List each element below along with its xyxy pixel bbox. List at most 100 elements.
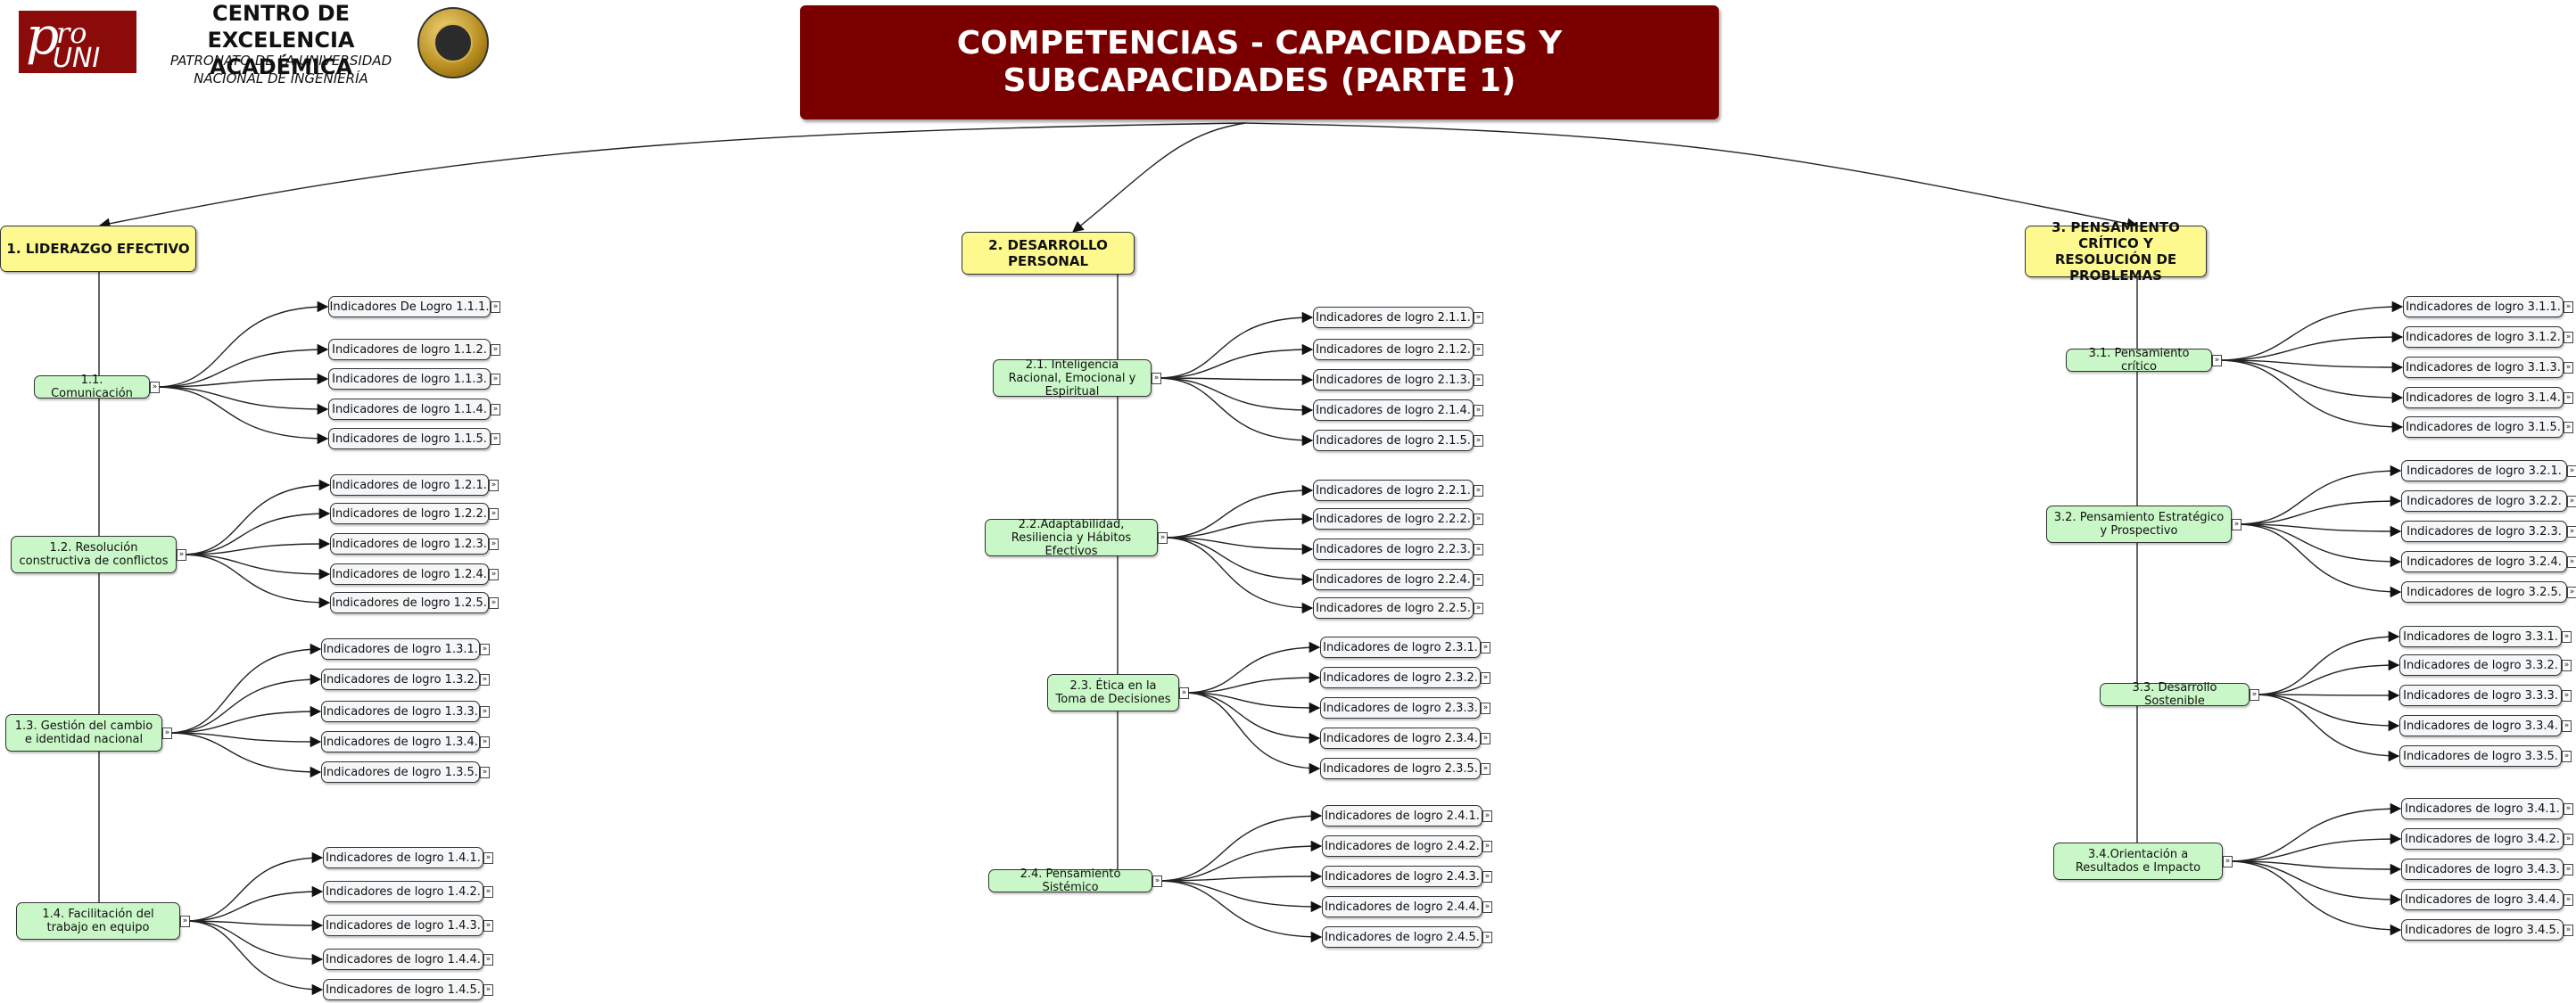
indicator-node[interactable]: Indicadores de logro 3.2.2. [2401, 490, 2567, 512]
indicator-node[interactable]: Indicadores de logro 1.3.3. [321, 701, 480, 722]
indicator-node[interactable]: Indicadores de logro 3.3.3. [2399, 685, 2562, 706]
expand-toggle-icon[interactable]: » [1474, 435, 1483, 447]
indicator-node[interactable]: Indicadores de logro 3.2.4. [2401, 551, 2567, 572]
indicator-node[interactable]: Indicadores de logro 2.3.1. [1320, 637, 1481, 658]
indicator-node[interactable]: Indicadores de logro 3.4.3. [2401, 859, 2564, 880]
indicator-node[interactable]: Indicadores de logro 1.3.2. [321, 669, 480, 690]
expand-toggle-icon[interactable]: » [491, 433, 500, 445]
expand-toggle-icon[interactable]: » [480, 736, 490, 748]
expand-toggle-icon[interactable]: » [1474, 374, 1483, 386]
expand-toggle-icon[interactable]: » [1482, 841, 1492, 852]
expand-toggle-icon[interactable]: » [1474, 485, 1483, 497]
indicator-node[interactable]: Indicadores de logro 1.4.1. [323, 847, 483, 868]
indicator-node[interactable]: Indicadores de logro 1.2.4. [330, 563, 489, 585]
expand-toggle-icon[interactable]: » [480, 767, 490, 778]
competency-node[interactable]: 2. DESARROLLO PERSONAL [962, 232, 1135, 275]
expand-toggle-icon[interactable]: » [2564, 422, 2573, 433]
indicator-node[interactable]: Indicadores de logro 1.1.5. [328, 428, 491, 449]
expand-toggle-icon[interactable]: » [2567, 556, 2576, 568]
expand-toggle-icon[interactable]: » [150, 382, 160, 393]
expand-toggle-icon[interactable]: » [489, 597, 499, 609]
capability-node[interactable]: 2.3. Ética en la Toma de Decisiones [1047, 674, 1179, 711]
indicator-node[interactable]: Indicadores de logro 1.1.3. [328, 368, 491, 390]
expand-toggle-icon[interactable]: » [2562, 690, 2572, 702]
expand-toggle-icon[interactable]: » [480, 644, 490, 655]
indicator-node[interactable]: Indicadores de logro 2.4.5. [1322, 926, 1482, 948]
expand-toggle-icon[interactable]: » [2564, 864, 2573, 876]
expand-toggle-icon[interactable]: » [1474, 405, 1483, 416]
expand-toggle-icon[interactable]: » [489, 569, 499, 580]
expand-toggle-icon[interactable]: » [1474, 344, 1483, 356]
indicator-node[interactable]: Indicadores de logro 1.3.1. [321, 638, 480, 660]
expand-toggle-icon[interactable]: » [489, 480, 499, 491]
expand-toggle-icon[interactable]: » [162, 728, 172, 739]
indicator-node[interactable]: Indicadores de logro 2.4.2. [1322, 835, 1482, 857]
indicator-node[interactable]: Indicadores de logro 1.2.3. [330, 533, 489, 555]
expand-toggle-icon[interactable]: » [1481, 703, 1490, 714]
indicator-node[interactable]: Indicadores de logro 2.3.4. [1320, 728, 1481, 749]
indicator-node[interactable]: Indicadores de logro 2.1.3. [1313, 369, 1474, 391]
expand-toggle-icon[interactable]: » [2212, 355, 2222, 366]
indicator-node[interactable]: Indicadores de logro 2.4.4. [1322, 896, 1482, 917]
expand-toggle-icon[interactable]: » [1481, 733, 1490, 744]
indicator-node[interactable]: Indicadores de logro 3.2.5. [2401, 581, 2567, 603]
competency-node[interactable]: 1. LIDERAZGO EFECTIVO [0, 226, 196, 272]
expand-toggle-icon[interactable]: » [1179, 687, 1189, 699]
indicator-node[interactable]: Indicadores de logro 3.3.1. [2399, 626, 2562, 647]
expand-toggle-icon[interactable]: » [1474, 312, 1483, 324]
capability-node[interactable]: 1.3. Gestión del cambio e identidad naci… [5, 714, 162, 752]
expand-toggle-icon[interactable]: » [1482, 901, 1492, 913]
expand-toggle-icon[interactable]: » [2564, 392, 2573, 404]
indicator-node[interactable]: Indicadores de logro 3.1.2. [2403, 326, 2564, 348]
capability-node[interactable]: 3.1. Pensamiento crítico [2066, 347, 2212, 374]
indicator-node[interactable]: Indicadores de logro 3.4.5. [2401, 919, 2564, 941]
expand-toggle-icon[interactable]: » [1482, 932, 1492, 943]
indicator-node[interactable]: Indicadores de logro 3.4.2. [2401, 828, 2564, 850]
indicator-node[interactable]: Indicadores de logro 2.2.4. [1313, 569, 1474, 590]
expand-toggle-icon[interactable]: » [2564, 301, 2573, 313]
expand-toggle-icon[interactable]: » [180, 916, 190, 927]
expand-toggle-icon[interactable]: » [1152, 373, 1161, 384]
expand-toggle-icon[interactable]: » [177, 549, 186, 561]
indicator-node[interactable]: Indicadores de logro 3.4.4. [2401, 889, 2564, 910]
indicator-node[interactable]: Indicadores de logro 1.2.5. [330, 592, 489, 613]
expand-toggle-icon[interactable]: » [2567, 496, 2576, 507]
capability-node[interactable]: 3.4.Orientación a Resultados e Impacto [2053, 843, 2223, 880]
expand-toggle-icon[interactable]: » [2564, 332, 2573, 343]
indicator-node[interactable]: Indicadores de logro 1.4.4. [323, 949, 483, 970]
indicator-node[interactable]: Indicadores de logro 2.2.3. [1313, 538, 1474, 560]
capability-node[interactable]: 3.2. Pensamiento Estratégico y Prospecti… [2046, 506, 2232, 543]
indicator-node[interactable]: Indicadores de logro 3.3.4. [2399, 715, 2562, 736]
capability-node[interactable]: 2.1. Inteligencia Racional, Emocional y … [993, 358, 1152, 399]
indicator-node[interactable]: Indicadores De Logro 1.1.1. [328, 296, 491, 317]
indicator-node[interactable]: Indicadores de logro 2.4.3. [1322, 866, 1482, 887]
indicator-node[interactable]: Indicadores de logro 1.4.5. [323, 979, 483, 1000]
capability-node[interactable]: 3.3. Desarrollo Sostenible [2100, 681, 2250, 708]
indicator-node[interactable]: Indicadores de logro 3.2.1. [2401, 460, 2567, 481]
expand-toggle-icon[interactable]: » [1474, 603, 1483, 614]
indicator-node[interactable]: Indicadores de logro 2.2.2. [1313, 508, 1474, 530]
indicator-node[interactable]: Indicadores de logro 2.1.1. [1313, 307, 1474, 328]
expand-toggle-icon[interactable]: » [2567, 526, 2576, 538]
expand-toggle-icon[interactable]: » [2250, 689, 2259, 701]
expand-toggle-icon[interactable]: » [491, 344, 500, 356]
expand-toggle-icon[interactable]: » [483, 886, 493, 898]
expand-toggle-icon[interactable]: » [491, 374, 500, 385]
expand-toggle-icon[interactable]: » [2562, 751, 2572, 762]
indicator-node[interactable]: Indicadores de logro 3.1.4. [2403, 387, 2564, 408]
indicator-node[interactable]: Indicadores de logro 2.2.5. [1313, 597, 1474, 619]
indicator-node[interactable]: Indicadores de logro 2.2.1. [1313, 480, 1474, 501]
indicator-node[interactable]: Indicadores de logro 1.3.4. [321, 731, 480, 752]
capability-node[interactable]: 1.1. Comunicación [34, 374, 150, 400]
expand-toggle-icon[interactable]: » [1152, 876, 1162, 887]
indicator-node[interactable]: Indicadores de logro 3.1.5. [2403, 416, 2564, 438]
expand-toggle-icon[interactable]: » [480, 674, 490, 686]
indicator-node[interactable]: Indicadores de logro 3.3.2. [2399, 654, 2562, 676]
indicator-node[interactable]: Indicadores de logro 2.3.5. [1320, 758, 1481, 779]
indicator-node[interactable]: Indicadores de logro 2.3.2. [1320, 667, 1481, 688]
indicator-node[interactable]: Indicadores de logro 1.3.5. [321, 761, 480, 783]
indicator-node[interactable]: Indicadores de logro 2.1.4. [1313, 399, 1474, 421]
indicator-node[interactable]: Indicadores de logro 1.2.2. [330, 503, 489, 524]
expand-toggle-icon[interactable]: » [483, 984, 493, 996]
root-title-node[interactable]: COMPETENCIAS - CAPACIDADES Y SUBCAPACIDA… [800, 5, 1719, 119]
